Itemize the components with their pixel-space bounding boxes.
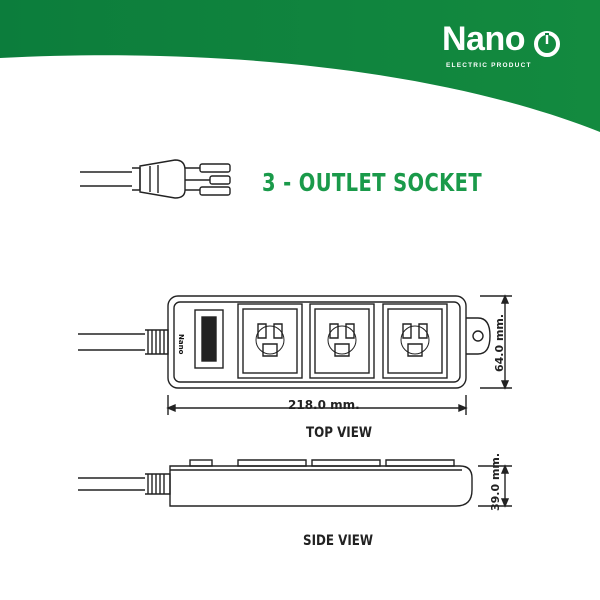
- top-view-drawing: [78, 294, 512, 415]
- top-view-label: TOP VIEW: [306, 425, 372, 441]
- depth-dimension: 39.0 mm.: [489, 452, 502, 511]
- brand-tagline: ELECTRIC PRODUCT: [446, 62, 532, 69]
- brand-logo: Nano: [442, 20, 526, 58]
- outlet-3: [382, 303, 448, 379]
- outlet-1: [237, 303, 303, 379]
- switch-brand-label: Nano: [177, 334, 185, 355]
- product-title: 3 - OUTLET SOCKET: [262, 168, 483, 197]
- side-view-label: SIDE VIEW: [303, 533, 374, 549]
- plug-icon: [80, 159, 231, 199]
- height-dimension: 64.0 mm.: [493, 313, 506, 372]
- brand-banner: [0, 0, 600, 132]
- width-dimension: 218.0 mm.: [288, 398, 360, 412]
- side-view-drawing: [78, 459, 512, 508]
- outlet-2: [309, 303, 375, 379]
- brand-logo-ring: [534, 31, 560, 57]
